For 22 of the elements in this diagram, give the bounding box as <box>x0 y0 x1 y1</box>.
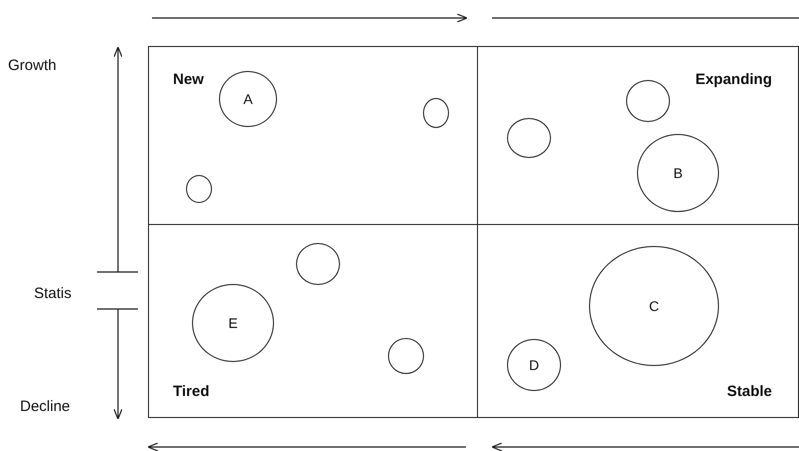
quadrant-panel <box>148 46 478 225</box>
quadrant-panel <box>148 224 478 418</box>
quadrant-panel <box>477 46 799 225</box>
circle: C <box>589 246 719 366</box>
quadrant-title: New <box>173 71 204 88</box>
circle <box>296 243 340 285</box>
axis-label: Decline <box>20 398 70 415</box>
circle <box>186 175 212 203</box>
circle: D <box>507 339 561 391</box>
circle: B <box>637 134 719 212</box>
axis-label: Growth <box>8 57 56 74</box>
quadrant-title: Stable <box>726 383 772 400</box>
quadrant-title: Tired <box>173 383 210 400</box>
circle <box>423 98 449 128</box>
axis-label: Statis <box>34 285 72 302</box>
circle <box>507 118 551 158</box>
quadrant-title: Expanding <box>695 71 772 88</box>
circle: A <box>219 71 277 127</box>
circle: E <box>192 284 274 362</box>
circle <box>388 338 424 374</box>
quadrant-panel <box>477 224 799 418</box>
circle <box>626 80 670 122</box>
